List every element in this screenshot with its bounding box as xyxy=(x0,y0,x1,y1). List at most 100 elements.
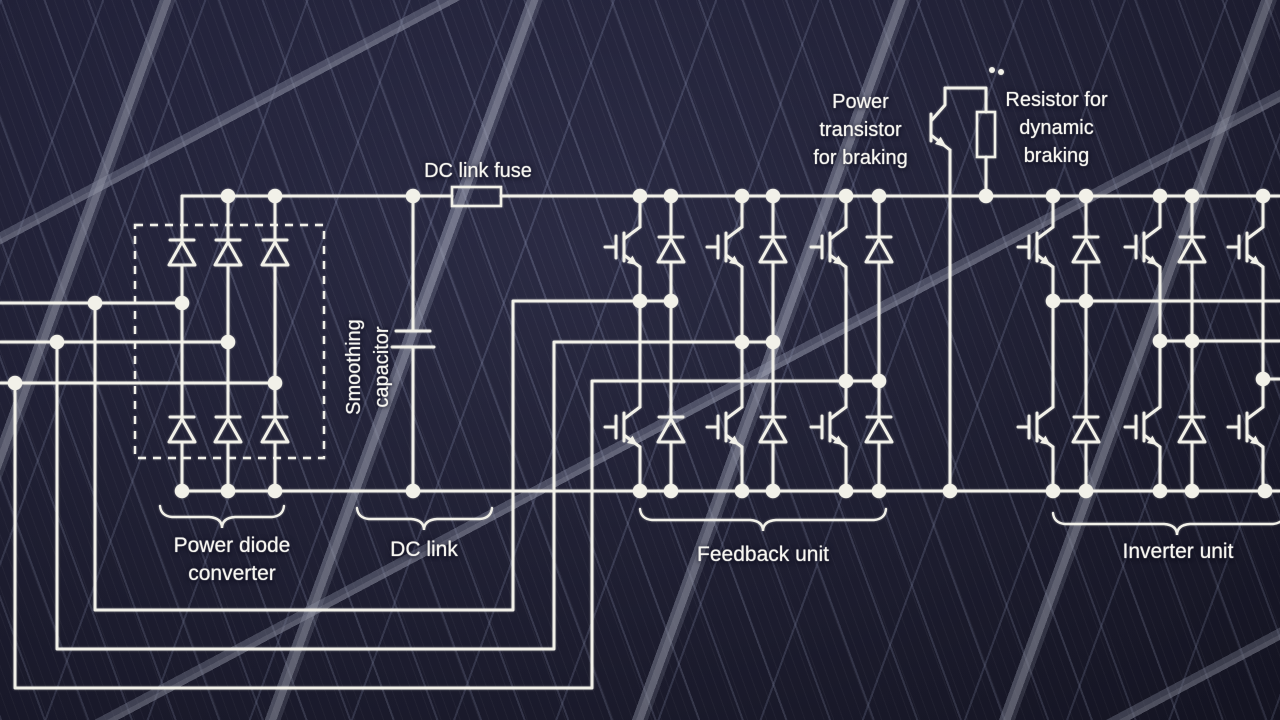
brace-group xyxy=(158,504,1280,536)
junction-node xyxy=(942,483,958,499)
junction-node xyxy=(220,483,236,499)
junction-node xyxy=(49,334,65,350)
junction-node xyxy=(1045,188,1061,204)
junction-node xyxy=(267,483,283,499)
junction-node xyxy=(1078,188,1094,204)
junction-node xyxy=(1152,333,1168,349)
junction-node xyxy=(871,373,887,389)
junction-node xyxy=(838,483,854,499)
junction-node xyxy=(1045,483,1061,499)
igbt-transistor xyxy=(1226,405,1265,449)
junction-node xyxy=(1255,371,1271,387)
diode xyxy=(1071,235,1101,264)
junction-node xyxy=(632,483,648,499)
igbt-transistor xyxy=(1016,225,1055,269)
label-line: Inverter unit xyxy=(1122,540,1234,563)
junction-node xyxy=(734,188,750,204)
junction-node xyxy=(1152,188,1168,204)
junction-node xyxy=(1184,188,1200,204)
diode xyxy=(1177,235,1207,264)
junction-node xyxy=(1078,483,1094,499)
igbt-transistor xyxy=(809,225,848,269)
diode xyxy=(1071,415,1101,444)
junction-node xyxy=(405,188,421,204)
diode xyxy=(864,235,894,264)
diode xyxy=(758,415,788,444)
power-diode-converter-label: Power diode converter xyxy=(142,532,322,588)
inverter-unit-group xyxy=(1016,194,1265,493)
label-line: dynamic xyxy=(1019,117,1094,139)
dc-link-group xyxy=(390,185,503,493)
igbt-transistor xyxy=(809,405,848,449)
wire-group xyxy=(0,194,1280,690)
label-line: braking xyxy=(1023,145,1090,167)
braking-transistor xyxy=(929,86,952,152)
label-line: capacitor xyxy=(371,326,393,408)
junction-node xyxy=(1255,188,1271,204)
dc-link-fuse xyxy=(450,185,503,208)
label-line: Power xyxy=(832,91,889,113)
junction-node xyxy=(174,295,190,311)
junction-node xyxy=(267,188,283,204)
resistor-dynamic-braking-label: Resistor for dynamic braking xyxy=(984,86,1129,170)
dc-link-fuse-label: DC link fuse xyxy=(393,157,563,185)
igbt-transistor xyxy=(705,405,744,449)
junction-node xyxy=(838,373,854,389)
feedback-unit-label: Feedback unit xyxy=(673,541,853,569)
dc-link-fuse-label-text: DC link fuse xyxy=(424,160,532,182)
junction-node xyxy=(87,295,103,311)
junction-node-group xyxy=(7,188,1273,499)
junction-node xyxy=(838,188,854,204)
igbt-transistor xyxy=(603,225,642,269)
junction-node xyxy=(871,188,887,204)
junction-node xyxy=(765,188,781,204)
junction-node xyxy=(989,67,995,73)
junction-node xyxy=(220,334,236,350)
diode xyxy=(1177,415,1207,444)
junction-node xyxy=(7,375,23,391)
diode xyxy=(213,238,243,267)
label-line: Smoothing xyxy=(343,319,365,415)
dynamic-braking-group xyxy=(929,67,1004,493)
junction-node xyxy=(405,483,421,499)
diode xyxy=(656,415,686,444)
label-line: Resistor for xyxy=(1005,89,1108,111)
junction-node xyxy=(220,188,236,204)
label-line: Power diode xyxy=(173,534,291,557)
junction-node xyxy=(734,334,750,350)
junction-node xyxy=(663,293,679,309)
junction-node xyxy=(267,375,283,391)
diode xyxy=(864,415,894,444)
inverter-unit-label: Inverter unit xyxy=(1088,538,1268,566)
dc-link-label: DC link xyxy=(354,536,494,564)
feedback-unit-group xyxy=(603,194,894,493)
junction-node xyxy=(765,483,781,499)
igbt-transistor xyxy=(1123,405,1162,449)
diode xyxy=(213,415,243,444)
igbt-transistor xyxy=(1016,405,1055,449)
igbt-transistor xyxy=(705,225,744,269)
label-line: for braking xyxy=(813,147,908,169)
junction-node xyxy=(998,69,1004,75)
junction-node xyxy=(1152,483,1168,499)
diode xyxy=(758,235,788,264)
smoothing-capacitor-symbol xyxy=(390,194,436,493)
junction-node xyxy=(663,188,679,204)
diode xyxy=(260,238,290,267)
diode xyxy=(167,238,197,267)
igbt-transistor xyxy=(1226,225,1265,269)
junction-node xyxy=(978,188,994,204)
junction-node xyxy=(1045,293,1061,309)
junction-node xyxy=(765,334,781,350)
smoothing-capacitor-label: Smoothing capacitor xyxy=(340,274,396,460)
label-line: Feedback unit xyxy=(697,543,829,566)
label-line: DC link xyxy=(390,538,458,561)
junction-node xyxy=(1257,483,1273,499)
junction-node xyxy=(734,483,750,499)
junction-node xyxy=(632,293,648,309)
junction-node xyxy=(1184,333,1200,349)
label-line: transistor xyxy=(819,119,902,141)
junction-node xyxy=(871,483,887,499)
